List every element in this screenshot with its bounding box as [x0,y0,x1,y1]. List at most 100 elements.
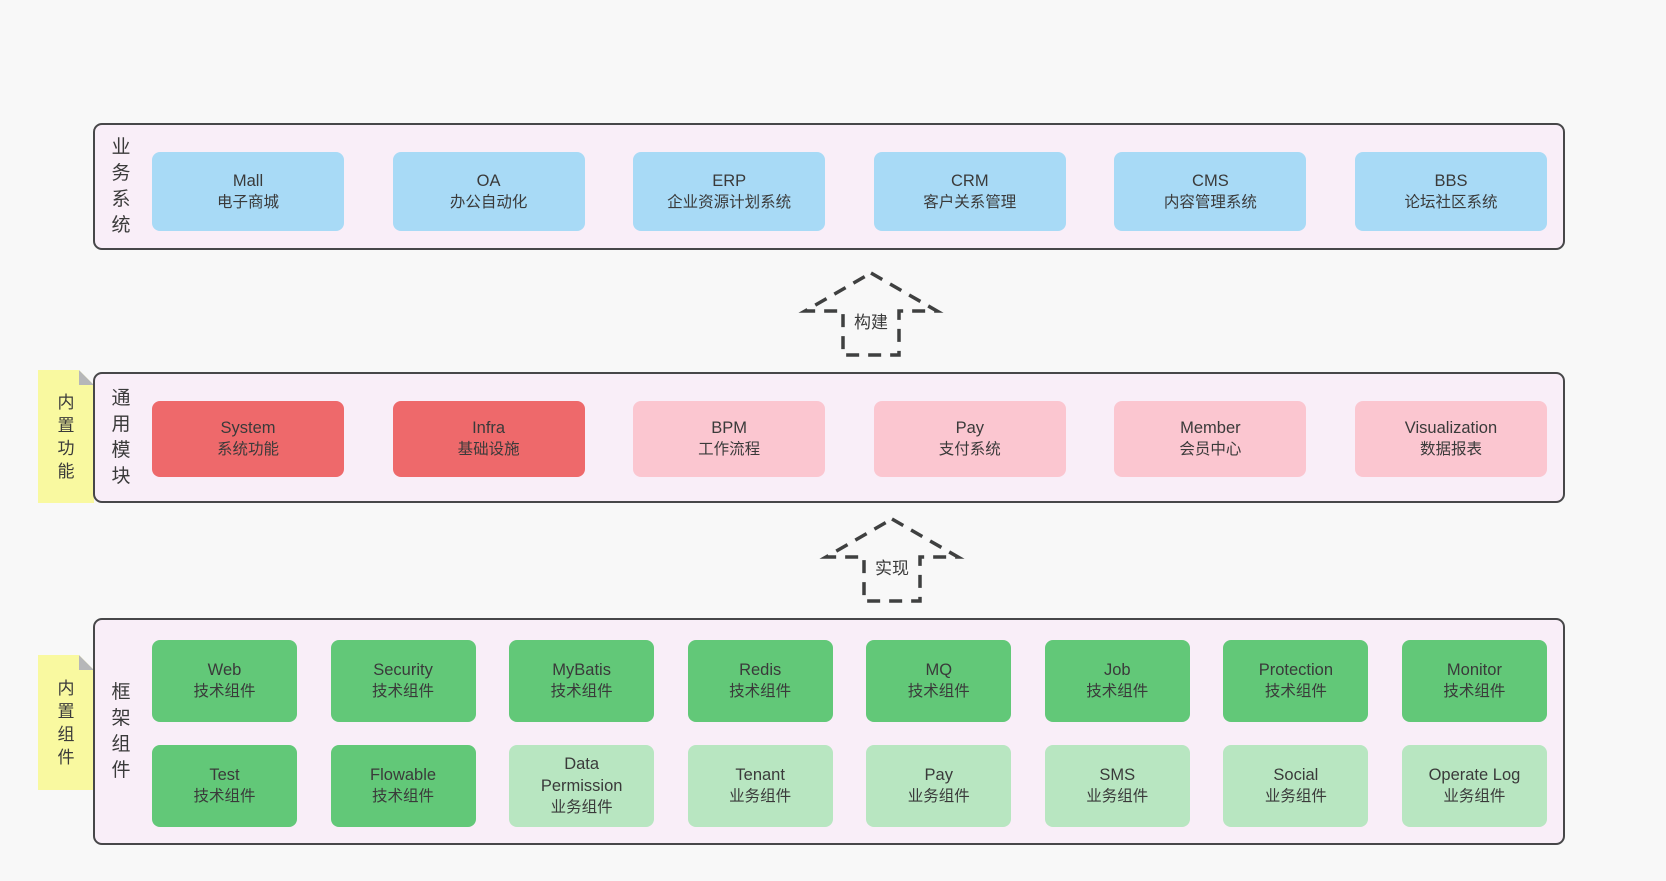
node-tenant: Tenant 业务组件 [687,745,833,827]
node-title: Pay [924,766,953,784]
node-title: SMS [1099,766,1136,784]
node-infra: Infra 基础设施 [392,401,585,477]
node-title: Protection [1258,661,1334,679]
node-subtitle: 论坛社区系统 [1404,193,1498,211]
node-subtitle: 工作流程 [698,441,761,458]
node-subtitle: 技术组件 [193,683,256,700]
implement-arrow-label: 实现 [875,559,909,578]
layer-label-business-systems: 业务系统 [111,136,131,236]
node-web: Web 技术组件 [152,640,297,722]
node-bbs: BBS 论坛社区系统 [1354,152,1547,231]
node-title: BBS [1434,171,1468,190]
node-subtitle: 办公自动化 [449,193,528,211]
node-subtitle: 技术组件 [372,683,435,700]
node-sms: SMS 业务组件 [1044,745,1190,827]
business-systems-row: Mall 电子商城 OA 办公自动化 ERP 企业资源计划系统 CRM 客户关系… [152,152,1547,231]
node-title: Job [1104,661,1131,679]
node-title: Infra [472,419,506,437]
node-title: Redis [739,661,782,679]
node-subtitle: 技术组件 [372,788,435,805]
sticky-note-built-in-features: 内置功能 [38,370,94,503]
node-subtitle: 技术组件 [729,683,792,700]
node-title: CRM [950,171,989,190]
note-label: 内置组件 [57,678,75,767]
layer-label-common-modules: 通用模块 [111,387,131,487]
node-mybatis: MyBatis 技术组件 [509,640,655,722]
node-subtitle: 系统功能 [216,441,279,458]
node-title: OA [476,171,501,190]
arrow-up-outline [798,270,944,357]
note-label: 内置功能 [57,392,75,481]
layer-framework-components: 框架组件 Web 技术组件 Security 技术组件 MyBatis 技术组件… [93,618,1565,845]
node-subtitle: 技术组件 [193,788,256,805]
node-system: System 系统功能 [152,401,344,477]
build-arrow: 构建 [798,270,944,357]
node-title: Tenant [735,766,785,784]
framework-row-2: Test 技术组件 Flowable 技术组件 Data Permission … [152,745,1547,827]
common-modules-row: System 系统功能 Infra 基础设施 BPM 工作流程 Pay 支付系统… [152,401,1547,477]
node-subtitle: 内容管理系统 [1163,193,1257,211]
node-job: Job 技术组件 [1044,640,1190,722]
node-pay-component: Pay 业务组件 [866,745,1012,827]
framework-row-1: Web 技术组件 Security 技术组件 MyBatis 技术组件 Redi… [152,640,1547,722]
node-title: CMS [1192,171,1229,190]
node-title: Data Permission [540,755,623,795]
node-redis: Redis 技术组件 [687,640,833,722]
node-title: Web [207,661,242,679]
node-title: Pay [955,419,984,437]
node-title: Social [1273,766,1319,784]
node-subtitle: 业务组件 [907,788,970,805]
node-subtitle: 业务组件 [729,788,792,805]
node-oa: OA 办公自动化 [392,152,585,231]
node-mq: MQ 技术组件 [866,640,1012,722]
node-title: System [220,419,276,437]
build-arrow-label: 构建 [854,313,888,332]
node-subtitle: 会员中心 [1179,441,1242,458]
node-title: Operate Log [1428,766,1521,784]
node-subtitle: 技术组件 [907,683,970,700]
node-title: Security [373,661,433,679]
node-title: ERP [712,171,747,190]
node-operate-log: Operate Log 业务组件 [1401,745,1547,827]
node-title: MyBatis [552,661,611,679]
node-crm: CRM 客户关系管理 [873,152,1066,231]
layer-business-systems: 业务系统 Mall 电子商城 OA 办公自动化 ERP 企业资源计划系统 CRM… [93,123,1565,250]
node-title: BPM [711,419,748,437]
node-subtitle: 支付系统 [938,441,1001,458]
node-cms: CMS 内容管理系统 [1114,152,1307,231]
node-member: Member 会员中心 [1114,401,1307,477]
node-title: Flowable [370,766,437,784]
node-subtitle: 业务组件 [1443,788,1506,805]
node-subtitle: 企业资源计划系统 [667,193,792,211]
node-pay-module: Pay 支付系统 [873,401,1066,477]
sticky-note-built-in-components: 内置组件 [38,655,94,790]
node-subtitle: 业务组件 [1264,788,1327,805]
node-erp: ERP 企业资源计划系统 [633,152,826,231]
node-subtitle: 业务组件 [1086,788,1149,805]
node-data-permission: Data Permission 业务组件 [509,745,655,827]
node-title: Member [1180,419,1241,437]
node-monitor: Monitor 技术组件 [1401,640,1547,722]
node-protection: Protection 技术组件 [1223,640,1369,722]
node-title: Visualization [1404,419,1498,437]
node-subtitle: 数据报表 [1419,441,1482,458]
node-mall: Mall 电子商城 [152,152,344,231]
layer-common-modules: 通用模块 System 系统功能 Infra 基础设施 BPM 工作流程 Pay… [93,372,1565,503]
node-title: Test [209,766,240,784]
note-fold-corner-icon [79,370,94,385]
node-subtitle: 基础设施 [457,441,520,458]
node-subtitle: 技术组件 [550,683,613,700]
node-subtitle: 业务组件 [550,799,613,816]
node-bpm: BPM 工作流程 [633,401,826,477]
node-subtitle: 技术组件 [1086,683,1149,700]
node-security: Security 技术组件 [330,640,476,722]
node-social: Social 业务组件 [1223,745,1369,827]
layer-label-framework-components: 框架组件 [111,681,131,781]
node-test: Test 技术组件 [152,745,297,827]
node-visualization: Visualization 数据报表 [1354,401,1547,477]
node-title: Monitor [1446,661,1502,679]
node-subtitle: 客户关系管理 [923,193,1017,211]
arrow-up-outline [819,516,965,603]
node-flowable: Flowable 技术组件 [330,745,476,827]
node-subtitle: 技术组件 [1443,683,1506,700]
